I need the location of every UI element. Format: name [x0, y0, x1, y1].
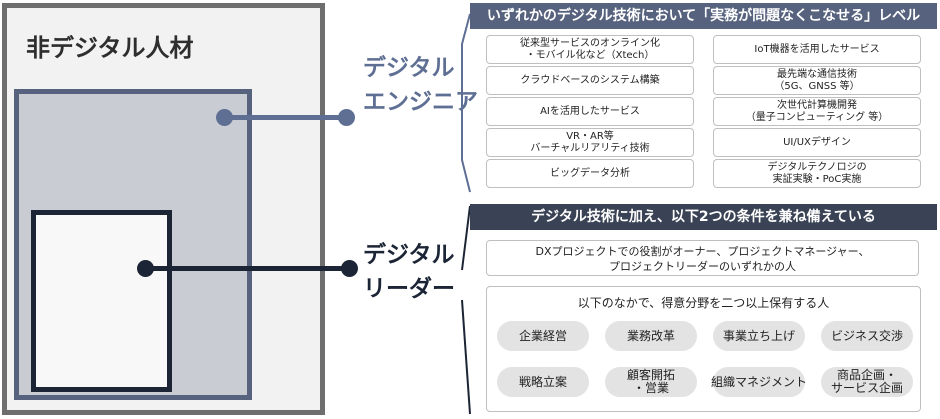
panel-brackets	[461, 13, 471, 415]
digital-leader-box	[31, 210, 172, 392]
digital-tech-item: 次世代計算機開発（量子コンピューティング 等）	[713, 97, 921, 126]
skill-pill-line: 業務改革	[626, 328, 675, 343]
skill-pill-line: 顧客開拓	[626, 368, 675, 382]
digital-tech-item-line: ビッグデータ分析	[550, 167, 630, 179]
skill-pill: 商品企画・サービス企画	[821, 367, 913, 397]
digital-tech-item-line: 実証実験・PoC実施	[772, 173, 862, 185]
leader-bracket-top	[461, 205, 471, 271]
leader-condition-skills: 以下のなかで、得意分野を二つ以上保有する人 企業経営 業務改革 事業立ち上げ ビジネス…	[486, 286, 921, 412]
leader-condition-skills-title: 以下のなかで、得意分野を二つ以上保有する人	[577, 296, 830, 310]
leader-connector-line	[145, 266, 350, 271]
digital-tech-item-line: （5G、GNSS 等）	[774, 80, 860, 92]
skill-pill-line: ・営業	[632, 381, 669, 395]
digital-leader-panel: デジタル技術に加え、以下2つの条件を兼ね備えている DXプロジェクトでの役割がオ…	[470, 204, 937, 416]
digital-leader-label-line-1: デジタル	[363, 242, 455, 268]
skill-pill-line: ビジネス交渉	[830, 328, 903, 343]
digital-engineer-panel: いずれかのデジタル技術において「実務が問題なくこなせる」レベル 従来型サービスの…	[470, 3, 937, 195]
engineer-connector-line	[224, 115, 346, 120]
skill-pill: ビジネス交渉	[821, 321, 913, 351]
digital-tech-item: VR・AR等バーチャルリアリティ技術	[486, 128, 694, 157]
digital-tech-item-line: クラウドベースのシステム構築	[520, 74, 660, 86]
leader-condition-role-line-2: プロジェクトリーダーのいずれかの人	[609, 260, 796, 273]
digital-tech-item: 最先端な通信技術（5G、GNSS 等）	[713, 66, 921, 95]
skill-pill-line: 事業立ち上げ	[722, 328, 795, 343]
digital-tech-item-line: VR・AR等	[566, 130, 614, 142]
digital-tech-item-line: AIを活用したサービス	[540, 105, 640, 117]
skill-pill-line: 組織マネジメント	[711, 374, 808, 389]
skill-pill: 事業立ち上げ	[713, 321, 805, 351]
digital-tech-item: クラウドベースのシステム構築	[486, 66, 694, 95]
non-digital-talent-title: 非デジタル人材	[26, 34, 194, 62]
engineer-connector-dot-left	[216, 109, 233, 126]
skill-pill: 組織マネジメント	[711, 367, 808, 397]
skill-pill-line: 戦略立案	[518, 374, 567, 389]
skill-pill-line: 企業経営	[518, 328, 567, 343]
digital-tech-item-line: バーチャルリアリティ技術	[530, 142, 650, 154]
digital-tech-item: 従来型サービスのオンライン化・モバイル化など（Xtech）	[486, 35, 694, 64]
skill-pill: 企業経営	[497, 321, 589, 351]
digital-tech-item-line: 従来型サービスのオンライン化	[520, 37, 660, 49]
digital-tech-item-line: デジタルテクノロジの	[767, 161, 867, 173]
digital-tech-item: AIを活用したサービス	[486, 97, 694, 126]
digital-leader-label: デジタル リーダー	[363, 238, 455, 306]
digital-tech-item-line: IoT機器を活用したサービス	[754, 43, 880, 55]
digital-tech-item: IoT機器を活用したサービス	[713, 35, 921, 64]
digital-leader-panel-header: デジタル技術に加え、以下2つの条件を兼ね備えている	[470, 204, 937, 230]
leader-condition-role: DXプロジェクトでの役割がオーナー、プロジェクトマネージャー、 プロジェクトリー…	[486, 240, 919, 276]
engineer-bracket-bottom	[461, 44, 471, 193]
digital-leader-label-line-2: リーダー	[363, 276, 455, 302]
digital-engineer-label-line-1: デジタル	[363, 55, 455, 81]
leader-connector-dot-left	[137, 260, 154, 277]
digital-tech-item-line: UI/UXデザイン	[783, 136, 851, 148]
skills-area: 企業経営業務改革事業立ち上げビジネス交渉戦略立案顧客開拓・営業組織マネジメント商…	[487, 287, 920, 411]
leader-connector-dot-right	[341, 260, 358, 277]
digital-tech-item-line: （量子コンピューティング 等）	[745, 111, 889, 123]
digital-tech-item-line: ・モバイル化など（Xtech）	[525, 49, 655, 61]
digital-tech-item: デジタルテクノロジの実証実験・PoC実施	[713, 159, 921, 188]
digital-tech-item: UI/UXデザイン	[713, 128, 921, 157]
digital-tech-item-line: 最先端な通信技術	[777, 68, 857, 80]
skill-pill: 戦略立案	[497, 367, 589, 397]
engineer-connector-dot-right	[338, 109, 355, 126]
digital-tech-item-line: 次世代計算機開発	[777, 99, 857, 111]
skill-pill-line: サービス企画	[830, 381, 903, 395]
digital-engineer-label: デジタル エンジニア	[363, 51, 478, 119]
skill-pill: 業務改革	[605, 321, 697, 351]
skill-pill: 顧客開拓・営業	[605, 367, 697, 397]
skill-pill-line: 商品企画・	[836, 368, 897, 382]
digital-engineer-panel-header: いずれかのデジタル技術において「実務が問題なくこなせる」レベル	[470, 3, 937, 29]
digital-engineer-label-line-2: エンジニア	[363, 89, 478, 115]
engineer-bracket-top	[461, 13, 471, 45]
leader-bracket-bottom	[461, 299, 471, 415]
leader-condition-role-line-1: DXプロジェクトでの役割がオーナー、プロジェクトマネージャー、	[535, 245, 870, 258]
digital-tech-item: ビッグデータ分析	[486, 159, 694, 188]
